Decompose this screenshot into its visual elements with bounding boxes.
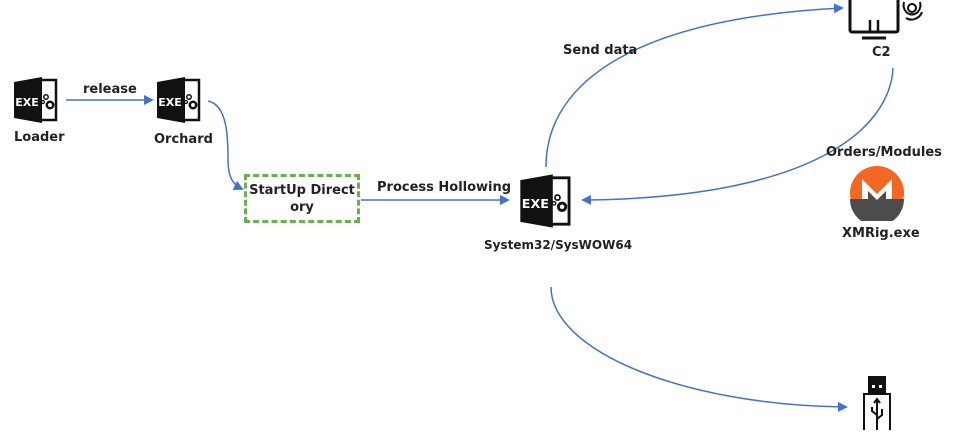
- release-label: release: [83, 82, 137, 97]
- svg-text:EXE: EXE: [522, 197, 549, 212]
- startup-label-line1: StartUp Direct: [249, 182, 355, 198]
- startup-label-line2: ory: [290, 199, 314, 215]
- xmrig-node[interactable]: [848, 165, 906, 226]
- orchard-label: Orchard: [154, 132, 213, 147]
- orders-modules-label: Orders/Modules: [826, 145, 942, 160]
- startup-directory-box[interactable]: StartUp Direct ory: [244, 174, 360, 223]
- send-data-label: Send data: [563, 43, 638, 58]
- arrow-orchard-to-startup: [207, 100, 244, 190]
- c2-label: C2: [872, 45, 891, 60]
- xmrig-label: XMRig.exe: [842, 226, 920, 241]
- usb-node[interactable]: [862, 375, 892, 434]
- svg-text:EXE: EXE: [158, 96, 182, 109]
- loader-label: Loader: [14, 130, 65, 145]
- arrow-to-usb: [550, 286, 848, 412]
- exe-icon: EXE: [520, 174, 571, 228]
- system32-label: System32/SysWOW64: [484, 238, 633, 252]
- monero-icon: [850, 166, 904, 226]
- exe-icon: EXE: [157, 77, 201, 123]
- process-hollowing-label: Process Hollowing: [377, 180, 512, 195]
- arrow-orders-modules: [581, 67, 894, 205]
- c2-node[interactable]: [848, 0, 938, 46]
- loader-node[interactable]: EXE: [12, 76, 62, 128]
- svg-text:EXE: EXE: [15, 96, 39, 109]
- monitor-biohazard-icon: [848, 0, 923, 40]
- exe-icon: EXE: [14, 77, 58, 123]
- arrow-send-data: [545, 3, 844, 168]
- usb-drive-icon: [863, 376, 891, 434]
- orchard-node[interactable]: EXE: [155, 76, 205, 128]
- system32-node[interactable]: EXE: [518, 172, 576, 234]
